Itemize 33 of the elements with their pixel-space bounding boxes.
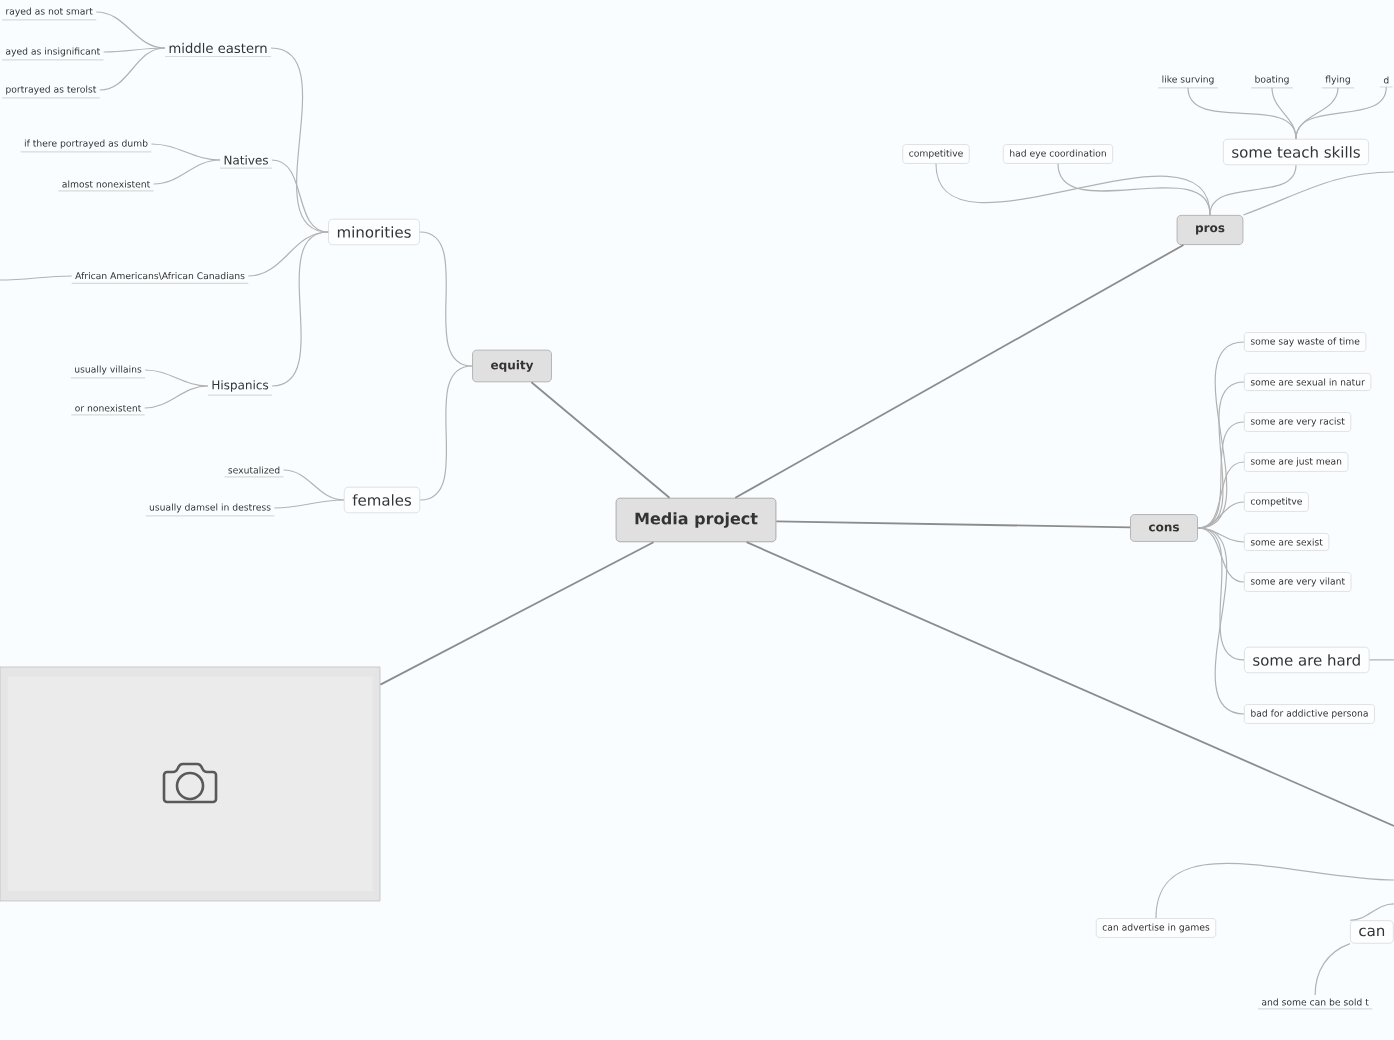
connector bbox=[1209, 164, 1297, 216]
connector bbox=[271, 159, 329, 233]
connector bbox=[144, 385, 209, 409]
connector bbox=[271, 231, 329, 387]
connector bbox=[1271, 87, 1297, 140]
connector bbox=[99, 47, 166, 91]
connector bbox=[153, 159, 221, 185]
connector bbox=[103, 47, 166, 53]
connector bbox=[775, 520, 1131, 529]
connector bbox=[1295, 86, 1387, 140]
connector bbox=[734, 244, 1185, 499]
image-placeholder bbox=[0, 666, 381, 902]
connector bbox=[282, 469, 345, 501]
connector bbox=[0, 275, 73, 281]
connector bbox=[1242, 171, 1394, 216]
connector bbox=[1197, 527, 1245, 715]
connector bbox=[273, 499, 345, 509]
connector bbox=[1314, 943, 1351, 996]
root-box: Media project bbox=[615, 497, 777, 543]
connector bbox=[1155, 863, 1394, 919]
connector bbox=[419, 365, 473, 501]
connector bbox=[150, 143, 221, 161]
connector bbox=[1368, 659, 1394, 661]
connector bbox=[1057, 163, 1211, 216]
connector bbox=[1349, 903, 1394, 921]
connector bbox=[1197, 501, 1245, 529]
connector bbox=[530, 381, 671, 499]
connector bbox=[144, 369, 209, 387]
connector bbox=[1197, 527, 1245, 583]
connector bbox=[379, 541, 655, 686]
connector bbox=[1197, 461, 1245, 529]
connector bbox=[419, 231, 473, 367]
connector bbox=[745, 541, 1394, 827]
